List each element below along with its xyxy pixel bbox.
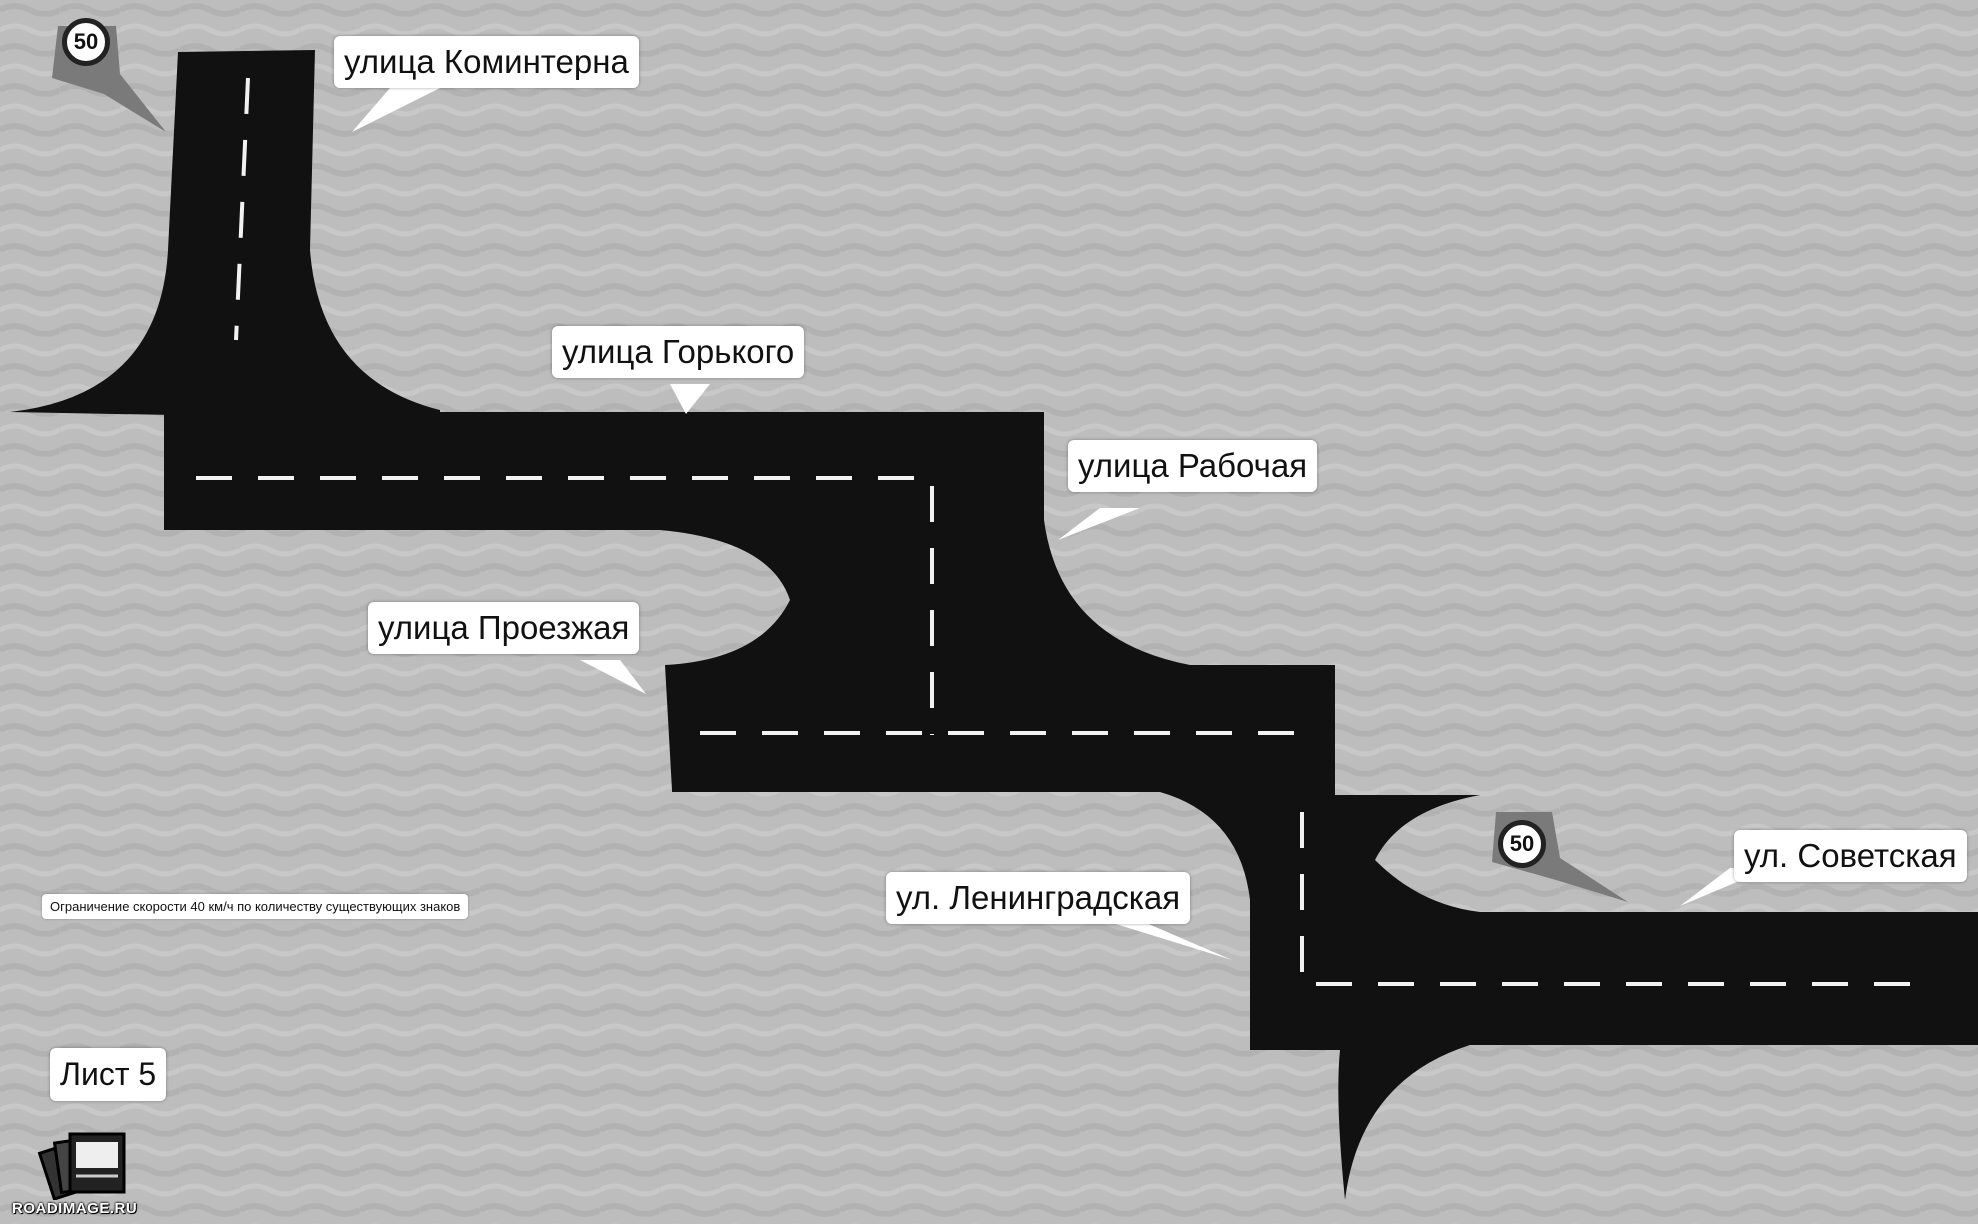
road-kominterna: [10, 50, 440, 420]
street-label-sovetskaya: ул. Советская: [1734, 830, 1967, 882]
street-label-rabochaya: улица Рабочая: [1068, 440, 1318, 492]
road-leningradskaya-connector: [1250, 792, 1978, 1200]
street-label-gorkogo: улица Горького: [552, 326, 805, 378]
street-label-proezzhaya: улица Проезжая: [368, 602, 640, 654]
street-label-leningradskaya: ул. Ленинградская: [886, 872, 1191, 924]
street-label-kominterna: улица Коминтерна: [334, 36, 639, 88]
roads: [10, 50, 1978, 1200]
road-gorkogo: [164, 412, 1044, 530]
road-markings: [196, 77, 1930, 986]
sheet-label: Лист 5: [50, 1048, 167, 1101]
logo: ROADIMAGE.RU: [12, 1126, 142, 1220]
speed-limit-sign-top-left: 50: [62, 18, 110, 66]
logo-icon: [37, 1132, 126, 1201]
speed-limit-note: Ограничение скорости 40 км/ч по количест…: [42, 894, 469, 919]
logo-text: ROADIMAGE.RU: [12, 1200, 138, 1217]
road-middle: [672, 665, 1335, 792]
speed-limit-sign-right: 50: [1498, 820, 1546, 868]
